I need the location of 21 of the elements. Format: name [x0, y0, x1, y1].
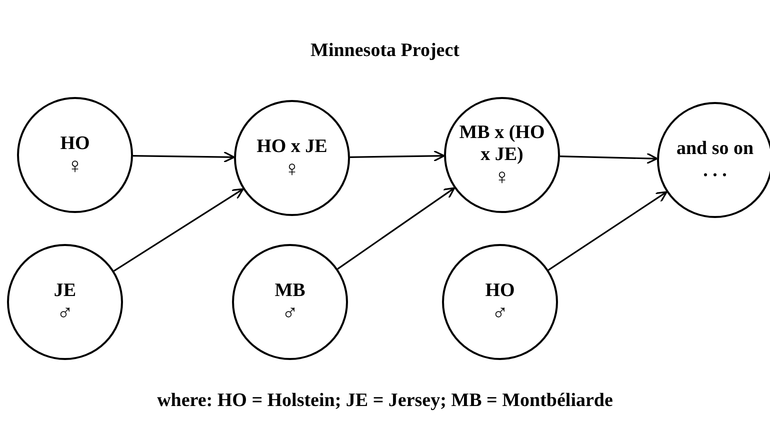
- sex-symbol: ♀: [494, 166, 510, 188]
- diagram-title: Minnesota Project: [310, 40, 460, 62]
- node-label: MB x (HO x JE): [459, 122, 545, 166]
- node-label: HO: [485, 280, 515, 302]
- sex-symbol: ♂: [282, 302, 298, 324]
- arrow: [560, 152, 658, 164]
- arrow: [337, 187, 456, 270]
- sex-symbol: ♂: [56, 302, 74, 324]
- node-label: HO x JE: [256, 136, 328, 158]
- caption: where: HO = Holstein; JE = Jersey; MB = Montbéliarde: [156, 390, 614, 412]
- arrow: [132, 151, 235, 163]
- node-label: MB: [274, 280, 306, 302]
- arrow: [114, 188, 244, 272]
- sex-symbol: ♂: [492, 302, 508, 324]
- arrow: [548, 191, 668, 271]
- node-label: JE: [54, 280, 76, 302]
- arrow: [350, 150, 445, 162]
- node-label: and so on . . .: [675, 138, 755, 182]
- sex-symbol: ♀: [66, 155, 84, 177]
- sex-symbol: ♀: [284, 158, 300, 180]
- node-label: HO: [60, 133, 90, 155]
